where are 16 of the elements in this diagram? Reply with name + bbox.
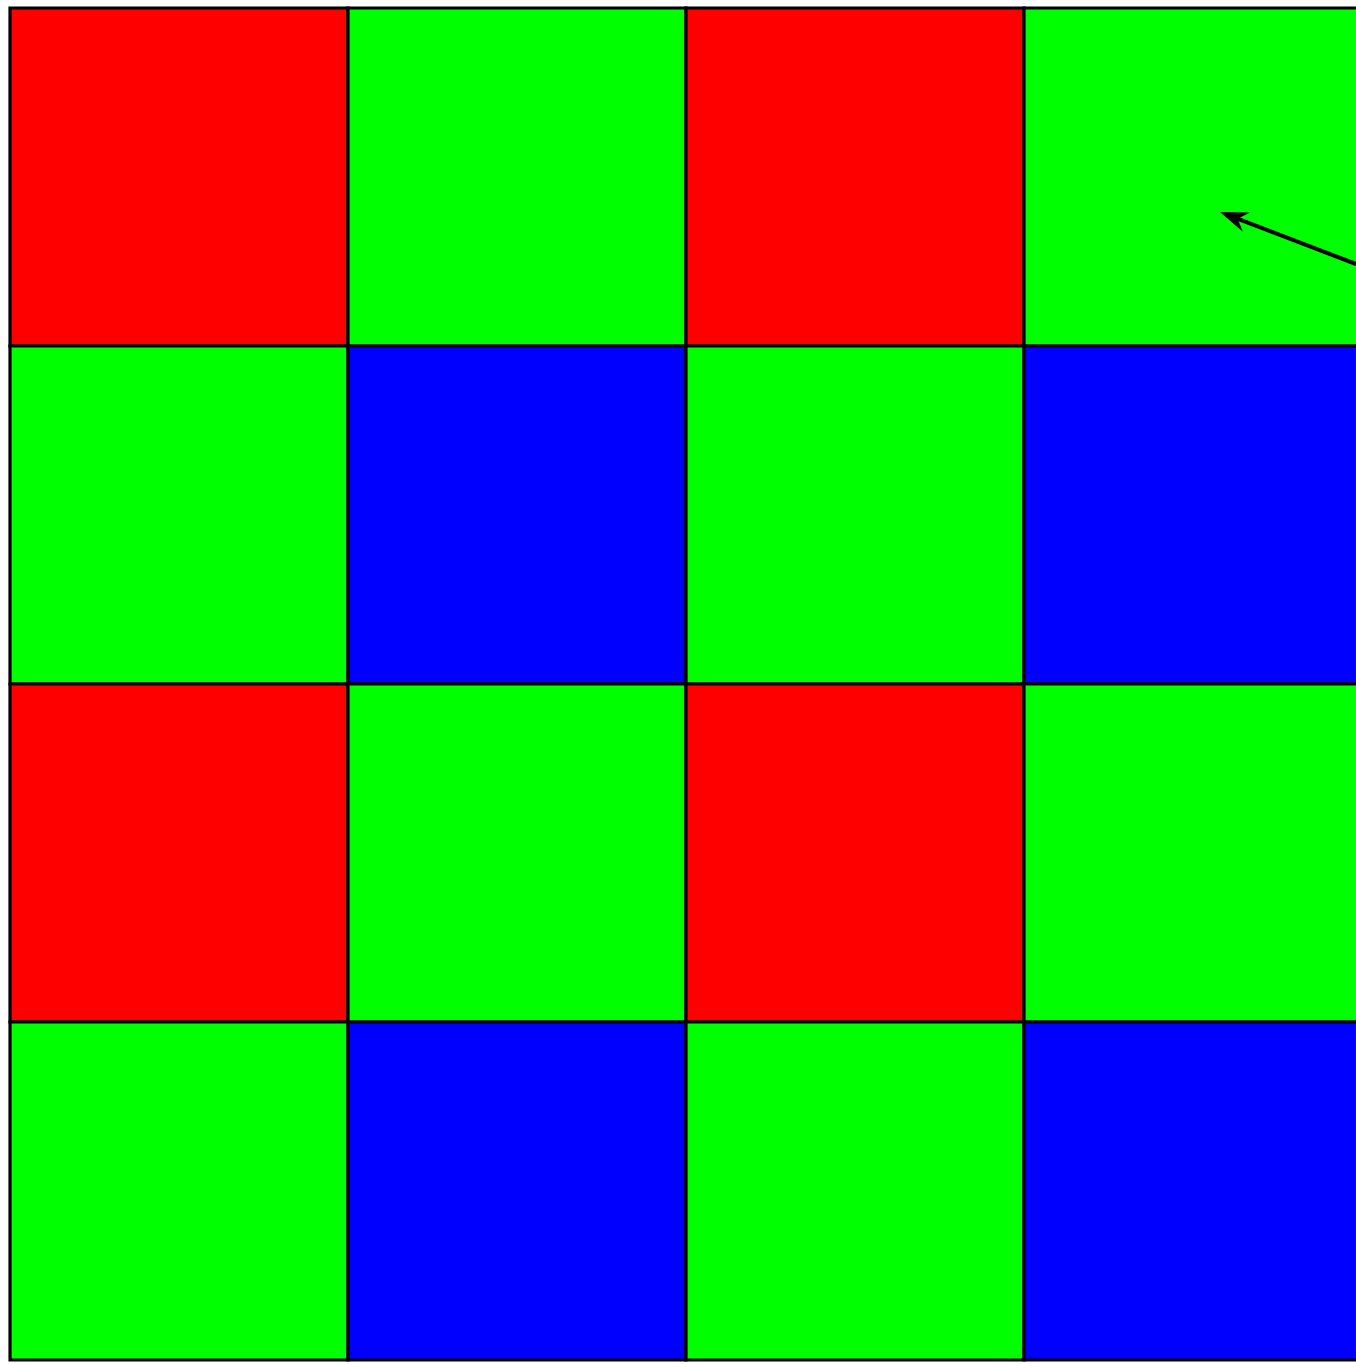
filter-cell [684, 344, 1026, 686]
filter-cell [8, 682, 350, 1024]
filter-cell [8, 1020, 350, 1362]
filter-cell [1022, 344, 1356, 686]
filter-cell [1022, 6, 1356, 348]
filter-cell [346, 344, 688, 686]
filter-cell [684, 1020, 1026, 1362]
filter-cell [346, 682, 688, 1024]
filter-cell [1022, 1020, 1356, 1362]
filter-cell [8, 344, 350, 686]
filter-cell [8, 6, 350, 348]
filter-cell [684, 6, 1026, 348]
filter-cell [346, 6, 688, 348]
filter-cell [346, 1020, 688, 1362]
filter-cell [1022, 682, 1356, 1024]
filter-cell [684, 682, 1026, 1024]
